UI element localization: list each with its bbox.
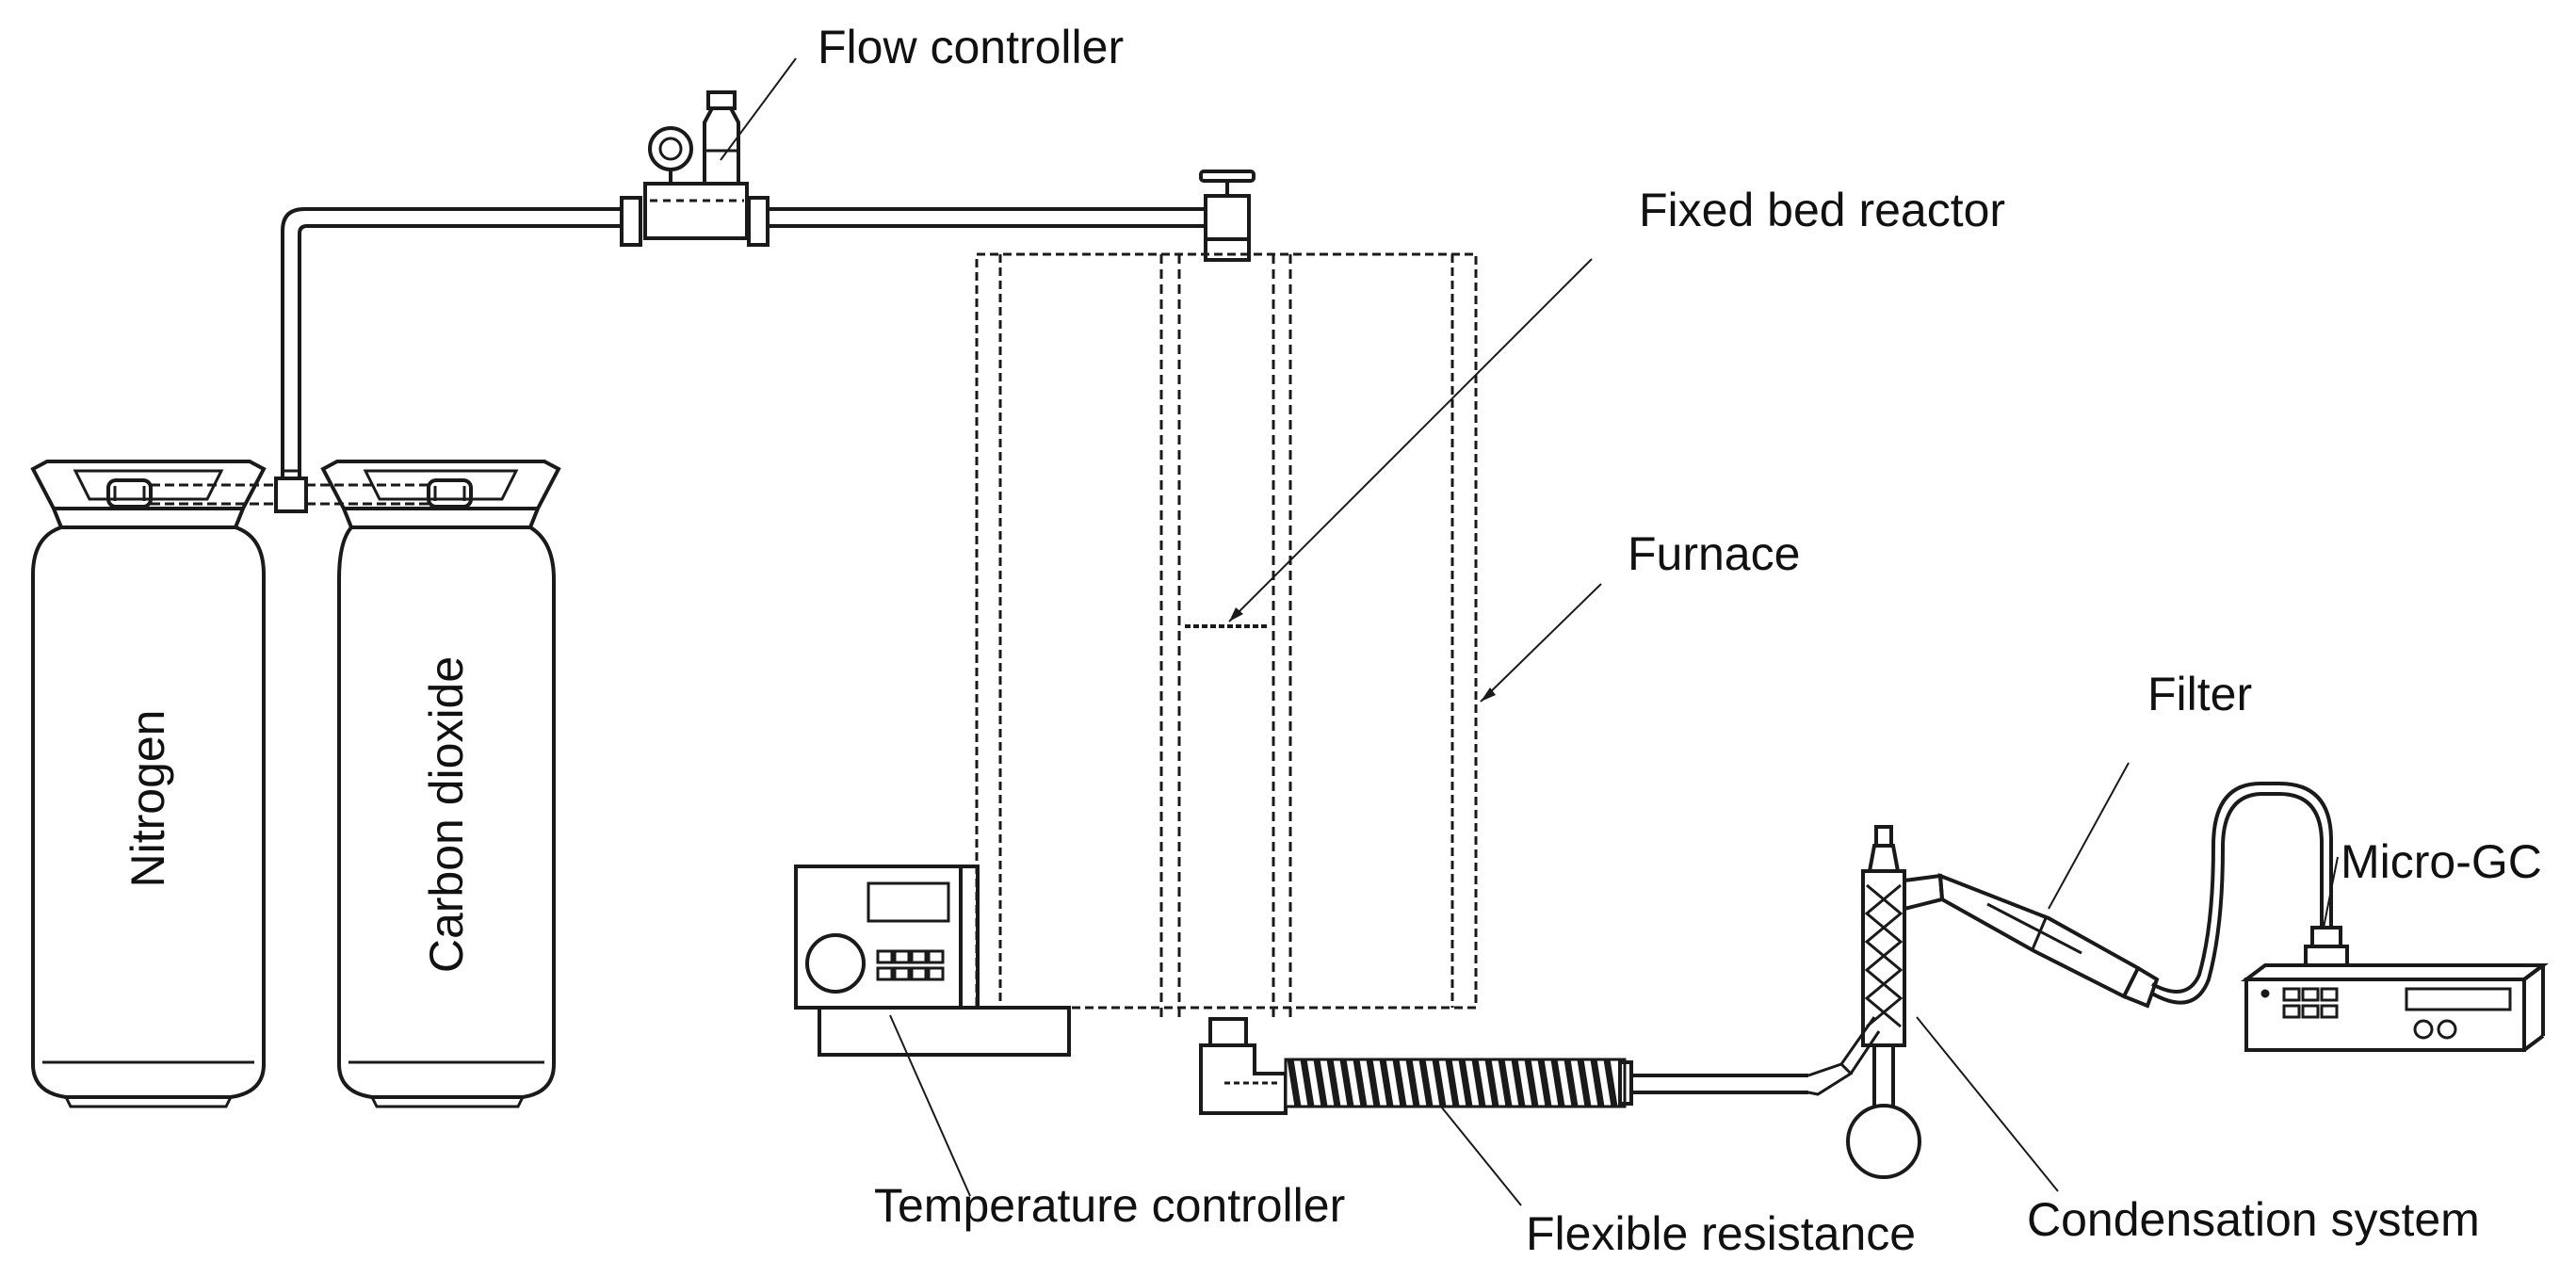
leader-temperature-controller <box>889 1014 971 1197</box>
nitrogen-cylinder <box>30 460 267 1108</box>
sample-line <box>2151 782 2349 1005</box>
leader-flexible-resistance <box>1440 1106 1522 1206</box>
furnace <box>975 252 1478 1010</box>
leader-arrowheads <box>1229 607 1496 702</box>
filter <box>1937 872 2160 1009</box>
cylinder-manifold <box>151 469 429 513</box>
label-condensation-system: Condensation system <box>2027 1193 2480 1246</box>
leader-flow-controller <box>720 57 797 161</box>
label-carbon-dioxide: Carbon dioxide <box>420 655 473 974</box>
label-nitrogen: Nitrogen <box>122 709 174 888</box>
label-flexible-resistance: Flexible resistance <box>1526 1207 1917 1260</box>
leader-condensation-system <box>1916 1016 2059 1192</box>
leader-filter <box>2048 762 2130 910</box>
flow-controller <box>620 90 770 247</box>
leader-furnace <box>1480 583 1602 703</box>
fixed-bed-reactor <box>1159 254 1292 1017</box>
leader-lines <box>720 57 2339 1206</box>
label-micro-gc: Micro-GC <box>2341 835 2542 888</box>
label-fixed-bed-reactor: Fixed bed reactor <box>1639 184 2006 236</box>
carbon-dioxide-cylinder <box>320 460 561 1108</box>
condensation-system <box>1839 825 1945 1179</box>
label-filter: Filter <box>2147 668 2253 720</box>
leader-fixed-bed-reactor <box>1228 258 1593 622</box>
label-furnace: Furnace <box>1628 527 1801 580</box>
reactor-outlet <box>1199 1017 1288 1115</box>
inlet-valve <box>1199 170 1256 262</box>
leader-micro-gc <box>2323 856 2339 929</box>
label-temperature-controller: Temperature controller <box>874 1179 1346 1232</box>
gas-supply-pipe <box>281 207 1206 480</box>
label-flow-controller: Flow controller <box>818 21 1125 73</box>
flexible-resistance <box>1284 1058 1854 1108</box>
micro-gc <box>2241 963 2549 1052</box>
temperature-controller <box>794 865 1071 1057</box>
